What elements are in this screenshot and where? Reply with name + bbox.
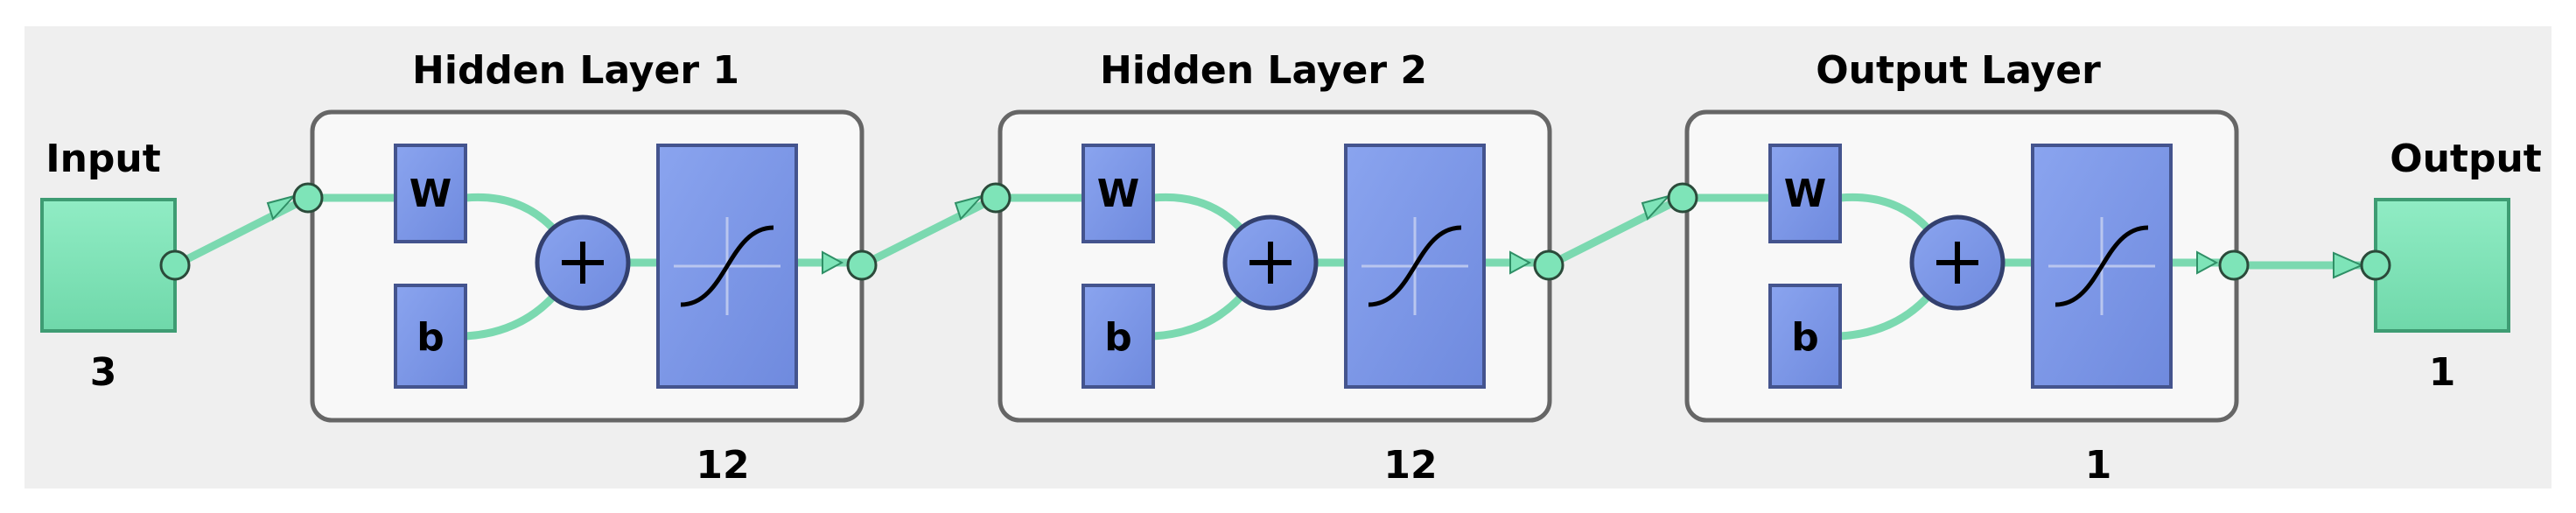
output-label: Output <box>2390 137 2542 181</box>
output-port-front <box>2360 249 2391 281</box>
connector-input-layer1 <box>171 193 312 270</box>
plus-icon <box>1936 242 1978 284</box>
layer-hidden-1: Hidden Layer 1 W b 12 <box>292 48 878 488</box>
bias-block <box>1082 284 1155 389</box>
layer-input-port <box>980 182 1012 214</box>
weight-block <box>1768 144 1842 243</box>
bias-label: b <box>416 315 444 360</box>
arrowhead-icon <box>1641 194 1672 221</box>
linear-transfer-icon <box>2048 217 2155 315</box>
bias-label: b <box>1104 315 1132 360</box>
layer-output-port <box>1533 249 1564 281</box>
layer-input-port <box>292 182 324 214</box>
weight-label: W <box>1097 172 1140 216</box>
weight-block <box>1082 144 1155 243</box>
layer-hidden-2: Hidden Layer 2 W b 12 <box>980 48 1564 488</box>
plus-icon <box>1250 242 1292 284</box>
input-size: 3 <box>90 350 117 395</box>
arrowhead-icon <box>954 194 985 221</box>
arrowhead-icon <box>2333 251 2364 279</box>
layer-size: 1 <box>2085 443 2112 488</box>
layer-input-port <box>1667 182 1698 214</box>
connections <box>171 193 2380 270</box>
output-node <box>2374 198 2510 333</box>
bias-block <box>394 284 467 389</box>
sigmoid-icon <box>674 217 780 315</box>
input-block: Input 3 <box>40 137 191 395</box>
layer-title: Hidden Layer 2 <box>1100 48 1427 93</box>
input-port <box>159 249 191 281</box>
weight-label: W <box>410 172 452 216</box>
output-block: Output 1 <box>2360 137 2542 395</box>
arrowhead-icon <box>1509 250 1532 275</box>
layer-title: Output Layer <box>1816 48 2101 93</box>
layer-output: Output Layer W b 1 <box>1667 48 2250 488</box>
sigmoid-icon <box>1362 217 1468 315</box>
layer-title: Hidden Layer 1 <box>412 48 739 93</box>
bias-label: b <box>1791 315 1819 360</box>
layer-output-port <box>846 249 878 281</box>
weight-block <box>394 144 467 243</box>
arrowhead-icon <box>2196 250 2219 275</box>
arrowhead-icon <box>266 194 298 221</box>
weight-label: W <box>1784 172 1827 216</box>
plus-icon <box>562 242 604 284</box>
connector-layer2-layer3 <box>1544 193 1687 270</box>
input-label: Input <box>46 137 161 181</box>
output-size: 1 <box>2429 350 2456 395</box>
bias-block <box>1768 284 1842 389</box>
layer-size: 12 <box>696 443 749 488</box>
layer-size: 12 <box>1383 443 1437 488</box>
arrowhead-icon <box>822 250 844 275</box>
layer-output-port <box>2218 249 2250 281</box>
input-node <box>40 198 177 333</box>
connector-layer1-layer2 <box>858 193 1000 270</box>
connector-arrowheads <box>266 194 2364 279</box>
